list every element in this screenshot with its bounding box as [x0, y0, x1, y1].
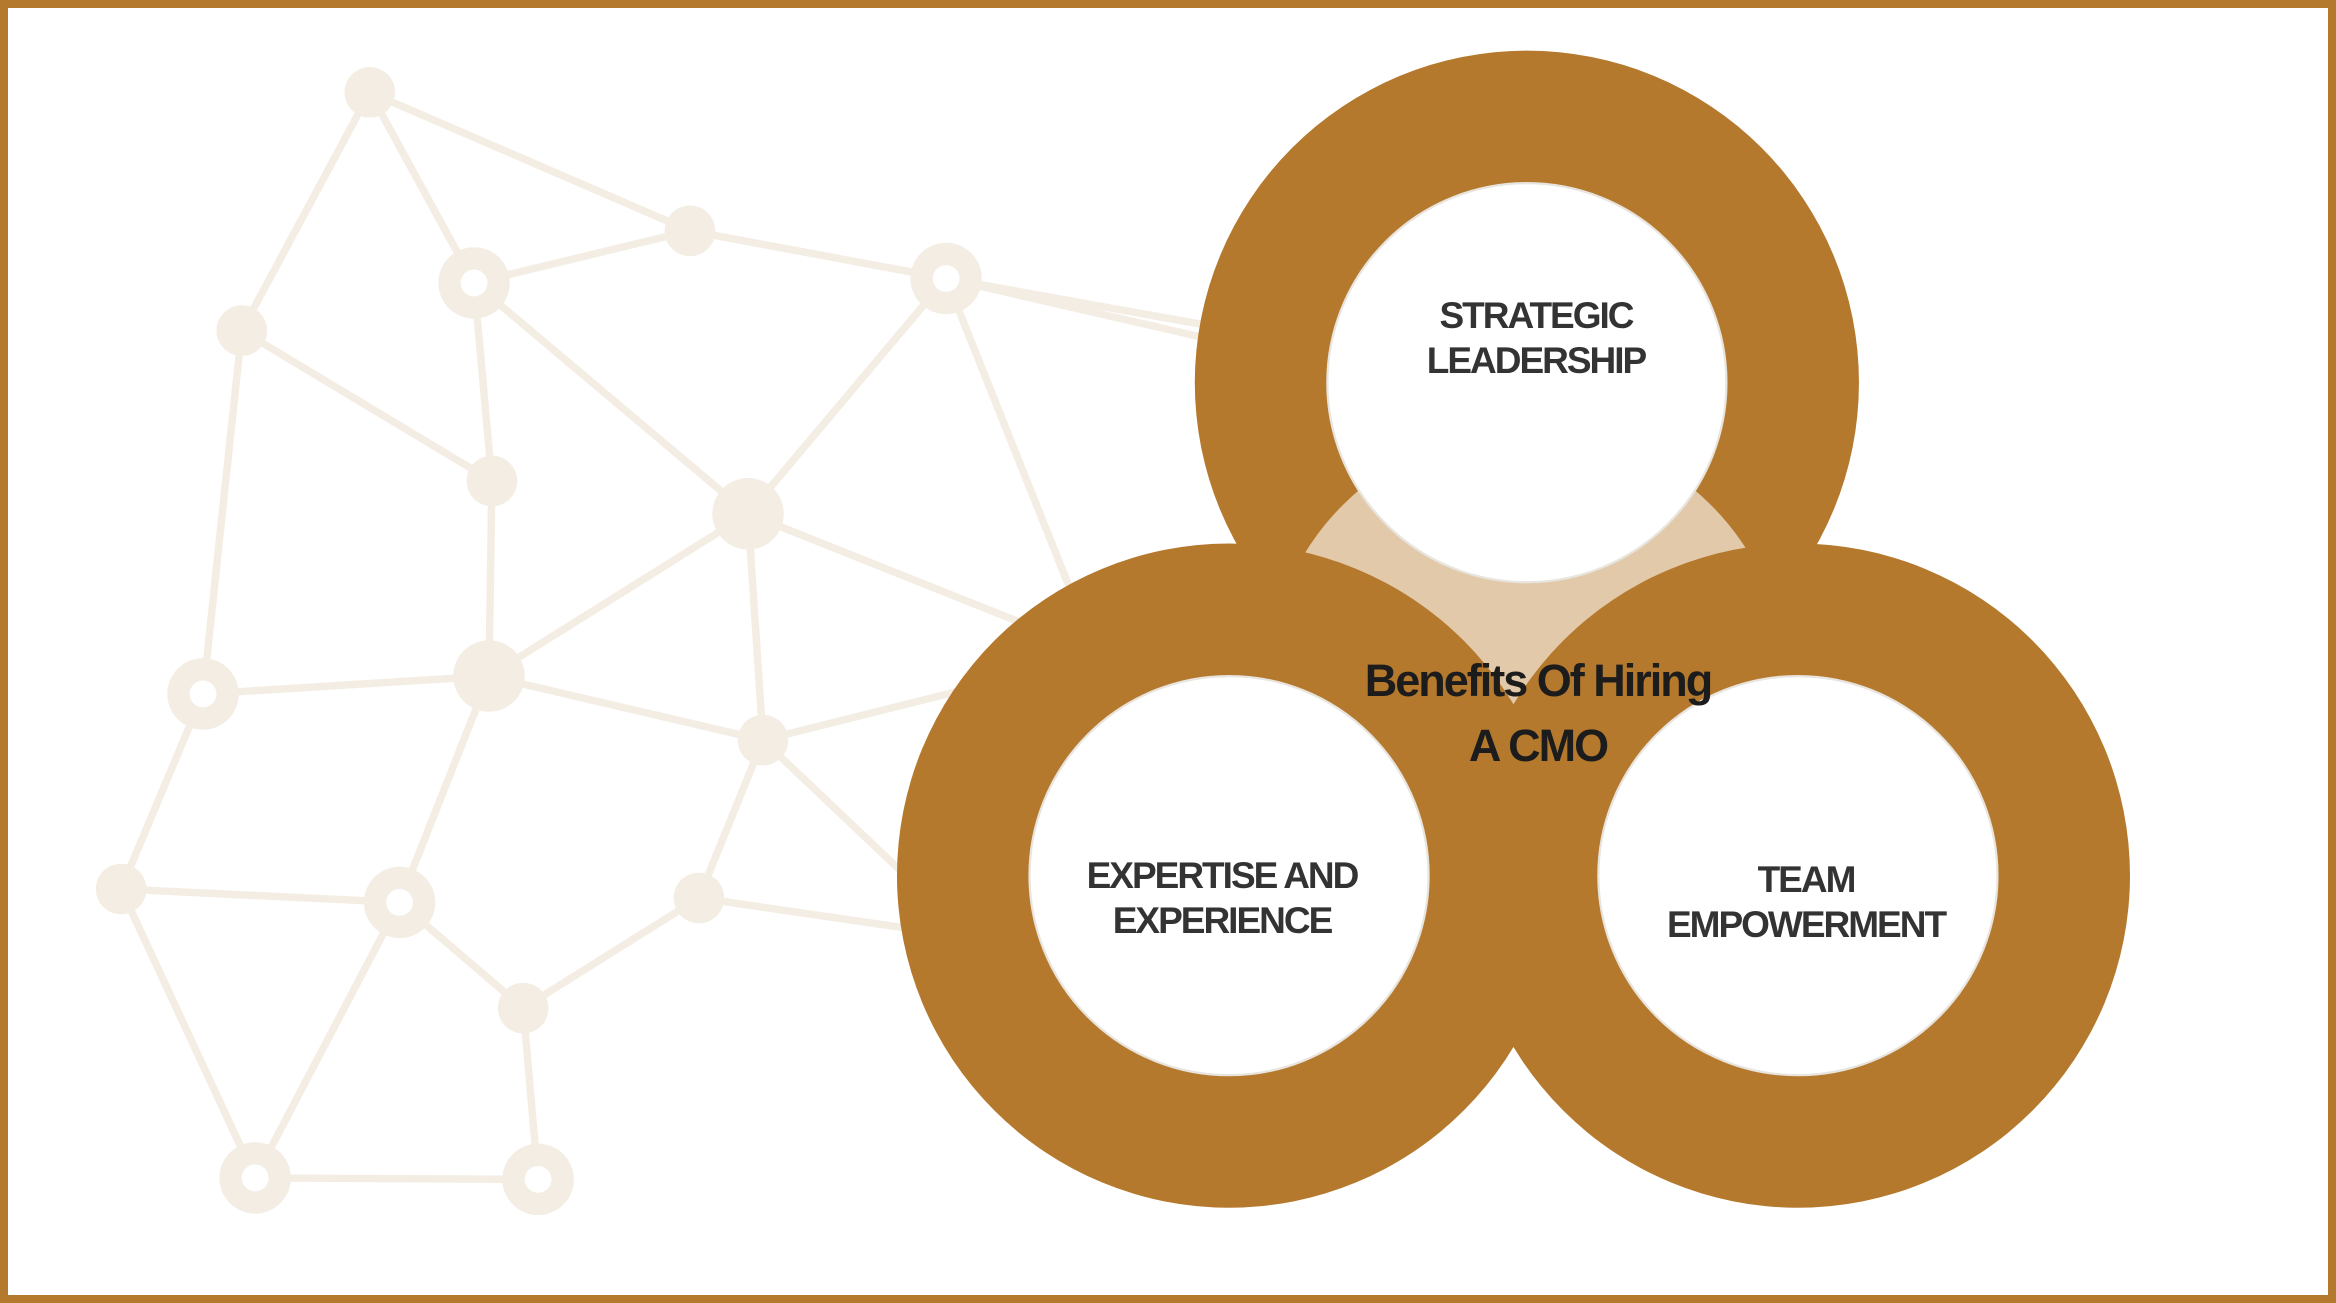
network-edge	[117, 887, 259, 1180]
item-strategic-leadership: STRATEGIC LEADERSHIP	[1336, 293, 1736, 383]
network-edge	[762, 681, 985, 744]
network-edge	[760, 737, 912, 882]
network-edge	[255, 1174, 539, 1184]
network-edge	[366, 90, 478, 285]
inner-circle-1	[1028, 674, 1430, 1077]
network-edge	[745, 276, 949, 517]
item-line: EMPOWERMENT	[1666, 904, 1947, 945]
network-node	[216, 305, 268, 356]
network-node-hole	[460, 269, 488, 297]
item-line: LEADERSHIP	[1426, 340, 1647, 381]
network-edge	[942, 277, 1077, 598]
item-team-empowerment: TEAM EMPOWERMENT	[1606, 857, 2006, 947]
network-edge	[471, 280, 751, 517]
network-edge	[945, 274, 1238, 335]
network-node	[737, 714, 789, 766]
network-edge	[120, 885, 400, 907]
network-edge	[473, 227, 691, 287]
network-node	[453, 640, 525, 712]
title-line-2: A CMO	[1468, 720, 1609, 771]
network-node-hole	[932, 265, 960, 292]
network-edge	[199, 330, 246, 695]
network-node	[95, 863, 147, 915]
network-edge	[695, 738, 767, 900]
network-node	[466, 455, 518, 507]
network-edge	[744, 513, 767, 741]
network-edge	[239, 327, 494, 485]
network-node-hole	[524, 1165, 552, 1193]
network-edge	[202, 672, 490, 698]
network-edge	[486, 510, 751, 680]
diagram-title: Benefits Of Hiring A CMO	[1278, 648, 1798, 778]
network-edge	[251, 900, 403, 1180]
network-node	[344, 67, 396, 118]
network-edge	[488, 672, 764, 744]
network-edge	[698, 894, 925, 935]
network-node	[664, 205, 716, 257]
network-node-hole	[189, 680, 217, 708]
title-line-1: Benefits Of Hiring	[1364, 655, 1714, 706]
inner-circle-0	[1326, 182, 1728, 584]
inner-circle-2	[1597, 674, 1999, 1077]
network-node	[673, 872, 725, 924]
network-edge	[396, 674, 493, 904]
item-line: EXPERIENCE	[1112, 900, 1334, 941]
item-line: STRATEGIC	[1439, 295, 1634, 336]
network-node	[497, 982, 549, 1034]
network-edge	[368, 88, 692, 235]
network-edge	[521, 894, 701, 1012]
network-node-hole	[241, 1164, 269, 1192]
network-edge	[689, 227, 947, 283]
item-line: EXPERTISE AND	[1086, 855, 1360, 896]
network-node-hole	[386, 889, 414, 916]
network-edge	[746, 510, 1030, 629]
network-edge	[238, 90, 374, 333]
item-expertise-experience: EXPERTISE AND EXPERIENCE	[1022, 853, 1422, 943]
item-line: TEAM	[1757, 859, 1857, 900]
network-node	[712, 478, 784, 550]
